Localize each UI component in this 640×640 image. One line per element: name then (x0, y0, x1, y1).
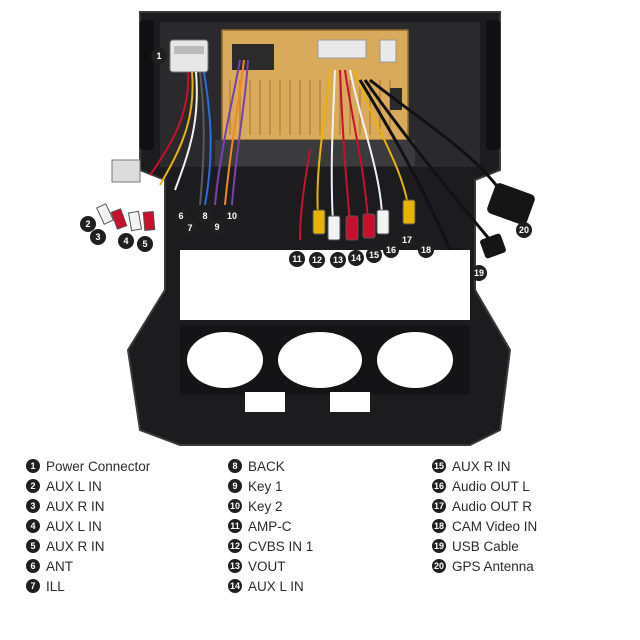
legend-label: ILL (46, 578, 65, 594)
legend-item: 18 CAM Video IN (432, 516, 537, 536)
callout-7: 7 (187, 223, 192, 233)
legend-number: 4 (26, 519, 40, 533)
callout-16: 16 (386, 245, 396, 255)
legend-number: 16 (432, 479, 446, 493)
legend-number: 1 (26, 459, 40, 473)
callout-9: 9 (214, 222, 219, 232)
callout-1: 1 (156, 51, 161, 61)
callout-5: 5 (142, 239, 147, 249)
legend-column-3: 15 AUX R IN 16 Audio OUT L 17 Audio OUT R 1… (432, 456, 537, 576)
bezel-bar (215, 140, 415, 166)
callout-20: 20 (519, 225, 529, 235)
legend-number: 10 (228, 499, 242, 513)
legend-item: 15 AUX R IN (432, 456, 537, 476)
callout-2: 2 (85, 219, 90, 229)
callout-8: 8 (202, 211, 207, 221)
legend-number: 8 (228, 459, 242, 473)
legend-label: AUX L IN (248, 578, 304, 594)
legend-number: 6 (26, 559, 40, 573)
legend-column-2: 8 BACK 9 Key 1 10 Key 2 11 AMP-C 12 CVBS IN 1… (228, 456, 313, 596)
legend-label: Audio OUT R (452, 498, 533, 514)
callout-15: 15 (369, 250, 379, 260)
legend-label: BACK (248, 458, 285, 474)
legend-number: 11 (228, 519, 242, 533)
legend-label: Key 2 (248, 498, 283, 514)
callout-13: 13 (333, 255, 343, 265)
legend-item: 11 AMP-C (228, 516, 313, 536)
legend-label: AUX R IN (46, 498, 105, 514)
legend-number: 12 (228, 539, 242, 553)
legend-number: 14 (228, 579, 242, 593)
legend-number: 15 (432, 459, 446, 473)
legend-label: VOUT (248, 558, 286, 574)
power-connector (169, 39, 209, 73)
legend-number: 20 (432, 559, 446, 573)
legend-number: 2 (26, 479, 40, 493)
legend-number: 17 (432, 499, 446, 513)
legend-item: 1 Power Connector (26, 456, 150, 476)
legend-number: 7 (26, 579, 40, 593)
legend-label: GPS Antenna (452, 558, 534, 574)
legend-label: AUX L IN (46, 478, 102, 494)
callout-6: 6 (178, 211, 183, 221)
legend-label: Power Connector (46, 458, 151, 474)
legend-number: 19 (432, 539, 446, 553)
callout-11: 11 (292, 254, 302, 264)
legend-item: 12 CVBS IN 1 (228, 536, 313, 556)
callout-3: 3 (95, 232, 100, 242)
legend-item: 5 AUX R IN (26, 536, 150, 556)
legend-label: AUX R IN (46, 538, 105, 554)
aux-plugs-left (96, 203, 156, 232)
legend-item: 2 AUX L IN (26, 476, 150, 496)
legend-label: Key 1 (248, 478, 283, 494)
legend-item: 7 ILL (26, 576, 150, 596)
rca-plugs-center (312, 199, 416, 241)
legend-item: 13 VOUT (228, 556, 313, 576)
callout-badges: 1 2 3 4 5 6 7 8 9 10 11 12 13 14 15 16 1… (80, 48, 532, 281)
legend-label: ANT (46, 558, 73, 574)
legend-item: 19 USB Cable (432, 536, 537, 556)
legend-item: 14 AUX L IN (228, 576, 313, 596)
legend-number: 3 (26, 499, 40, 513)
legend-item: 17 Audio OUT R (432, 496, 537, 516)
gps-antenna (487, 183, 535, 225)
legend-label: AUX R IN (452, 458, 511, 474)
callout-12: 12 (312, 255, 322, 265)
callout-4: 4 (123, 236, 128, 246)
callout-14: 14 (351, 253, 361, 263)
legend-number: 18 (432, 519, 446, 533)
callout-10: 10 (227, 211, 237, 221)
legend-number: 5 (26, 539, 40, 553)
legend-item: 9 Key 1 (228, 476, 313, 496)
callout-18: 18 (421, 245, 431, 255)
legend-item: 3 AUX R IN (26, 496, 150, 516)
legend-item: 6 ANT (26, 556, 150, 576)
legend-number: 13 (228, 559, 242, 573)
brand-logo: Seicane (270, 146, 337, 164)
callout-19: 19 (474, 268, 484, 278)
callout-17: 17 (402, 235, 412, 245)
legend-label: AUX L IN (46, 518, 102, 534)
usb-plug-2 (480, 233, 506, 259)
legend-label: CVBS IN 1 (248, 538, 314, 554)
legend-label: USB Cable (452, 538, 519, 554)
head-unit-illustration: Seicane (80, 11, 535, 446)
legend-item: 20 GPS Antenna (432, 556, 537, 576)
legend-label: AMP-C (248, 518, 292, 534)
legend-label: CAM Video IN (452, 518, 538, 534)
legend-item: 10 Key 2 (228, 496, 313, 516)
legend-number: 9 (228, 479, 242, 493)
legend-item: 16 Audio OUT L (432, 476, 537, 496)
legend-label: Audio OUT L (452, 478, 530, 494)
legend-item: 4 AUX L IN (26, 516, 150, 536)
legend-item: 8 BACK (228, 456, 313, 476)
